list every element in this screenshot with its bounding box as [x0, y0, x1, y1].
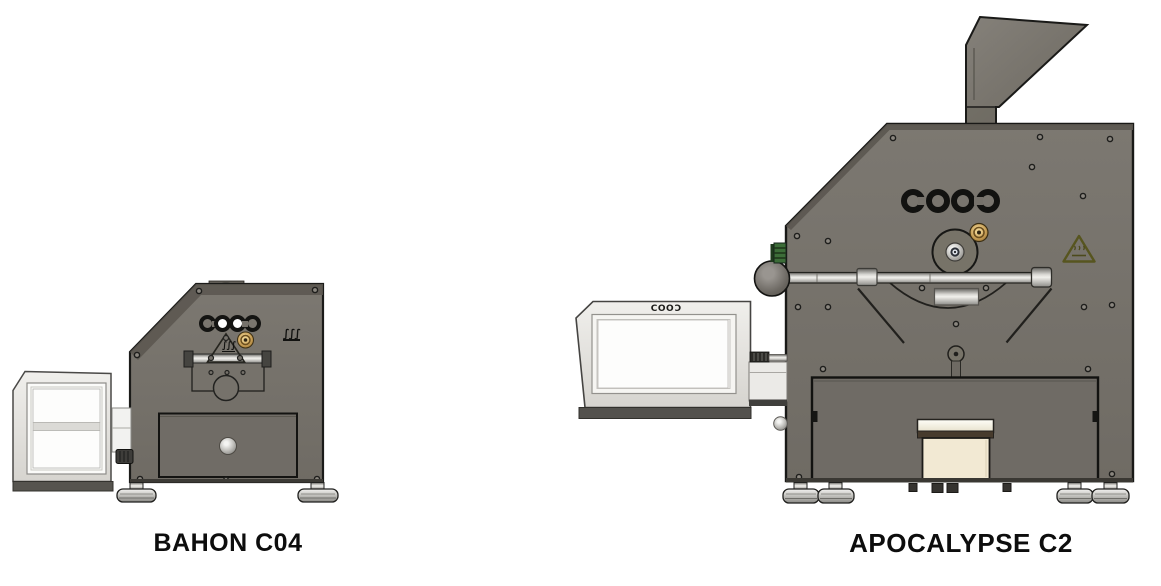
control-display — [12, 370, 114, 492]
machine-foot — [817, 482, 855, 504]
hopper-chute-shade — [967, 108, 995, 124]
cooling-tray — [916, 418, 995, 480]
logo-letter-c: C — [901, 189, 927, 213]
mini-o: O — [657, 304, 666, 314]
logo-gap — [974, 197, 983, 205]
brand-logo-apocalypse: C C — [901, 189, 1001, 213]
hot-surface-warning-icon — [1062, 234, 1096, 263]
heat-icon-panel: ∫∫∫ — [283, 327, 301, 341]
drum-arc — [888, 281, 1008, 309]
machine-apocalypse-graphic — [575, 15, 1135, 504]
brand-logo-bahon: C C — [199, 315, 261, 332]
bean-hopper — [965, 15, 1090, 126]
brass-valve-knob — [969, 222, 989, 243]
plate-hole — [224, 369, 230, 376]
screen-pane-top — [32, 388, 101, 423]
logo-ring-o — [926, 189, 950, 213]
pivot-hole — [953, 351, 959, 357]
display-arm — [748, 351, 788, 406]
bar-end-cap — [183, 350, 194, 368]
triangle-bracket — [206, 332, 246, 363]
logo-letter-c-mirrored: C — [974, 189, 1000, 213]
machine-bahon-graphic — [12, 280, 339, 503]
screen-divider — [32, 422, 101, 431]
chute-diagonal — [1005, 287, 1053, 344]
screen-pane-bottom — [32, 430, 101, 469]
display-base-strip — [12, 481, 114, 492]
machine-foot — [782, 482, 820, 504]
caption-bahon: BAHON C04 — [153, 529, 303, 557]
logo-letter-c-mirrored: C — [242, 315, 261, 332]
heat-icon-triangle: ∫∫∫ — [222, 341, 237, 352]
logo-gap — [242, 320, 248, 327]
logo-ring-o — [951, 189, 975, 213]
mini-c: C — [650, 304, 658, 314]
plate-hole — [240, 369, 246, 376]
tray-handle-shadow — [917, 430, 994, 439]
trier-rod — [786, 271, 1035, 284]
mini-o: O — [666, 304, 675, 314]
fan-circle — [212, 374, 240, 402]
screen-bevel — [30, 386, 103, 471]
display-brand-logo: COOC — [646, 304, 686, 314]
bracket-screw — [207, 354, 215, 362]
green-terminal-block — [770, 242, 787, 264]
bracket-screw — [222, 334, 230, 342]
display-base-strip — [578, 407, 752, 419]
brass-valve-knob — [237, 331, 254, 349]
ball-detail — [773, 416, 788, 431]
bracket-screw — [236, 354, 244, 362]
display-connector — [111, 407, 132, 453]
screen-bevel — [596, 319, 731, 389]
top-edge-band — [130, 284, 323, 360]
name-plate — [933, 287, 980, 306]
machine-foot — [1056, 482, 1094, 504]
screen — [597, 319, 729, 389]
bottom-edge-band — [786, 478, 1133, 483]
face-screws — [793, 133, 1116, 481]
adjust-knob — [115, 449, 134, 464]
machine-foot — [297, 482, 339, 503]
plate-hole — [208, 369, 214, 376]
bottom-edge-band — [130, 479, 323, 483]
logo-gap — [918, 197, 927, 205]
mini-c-mirrored: C — [674, 304, 682, 314]
bottom-studs — [908, 483, 1012, 493]
rod-collar — [856, 267, 878, 287]
drawer-knob — [219, 437, 237, 455]
arm-shaft — [768, 354, 788, 362]
drawer-notch — [1092, 411, 1098, 422]
bar-end-cap — [261, 350, 272, 368]
drum-hub — [931, 228, 979, 276]
machine-foot — [1091, 482, 1130, 504]
machine-foot — [116, 482, 157, 503]
rod-end-cap — [1030, 266, 1053, 288]
caption-apocalypse: APOCALYPSE C2 — [849, 528, 1073, 558]
trier-ball-handle — [753, 260, 791, 297]
drawer-notch — [812, 411, 818, 422]
chute-diagonal — [857, 287, 905, 344]
control-display — [575, 300, 752, 419]
tray-body — [921, 437, 991, 480]
